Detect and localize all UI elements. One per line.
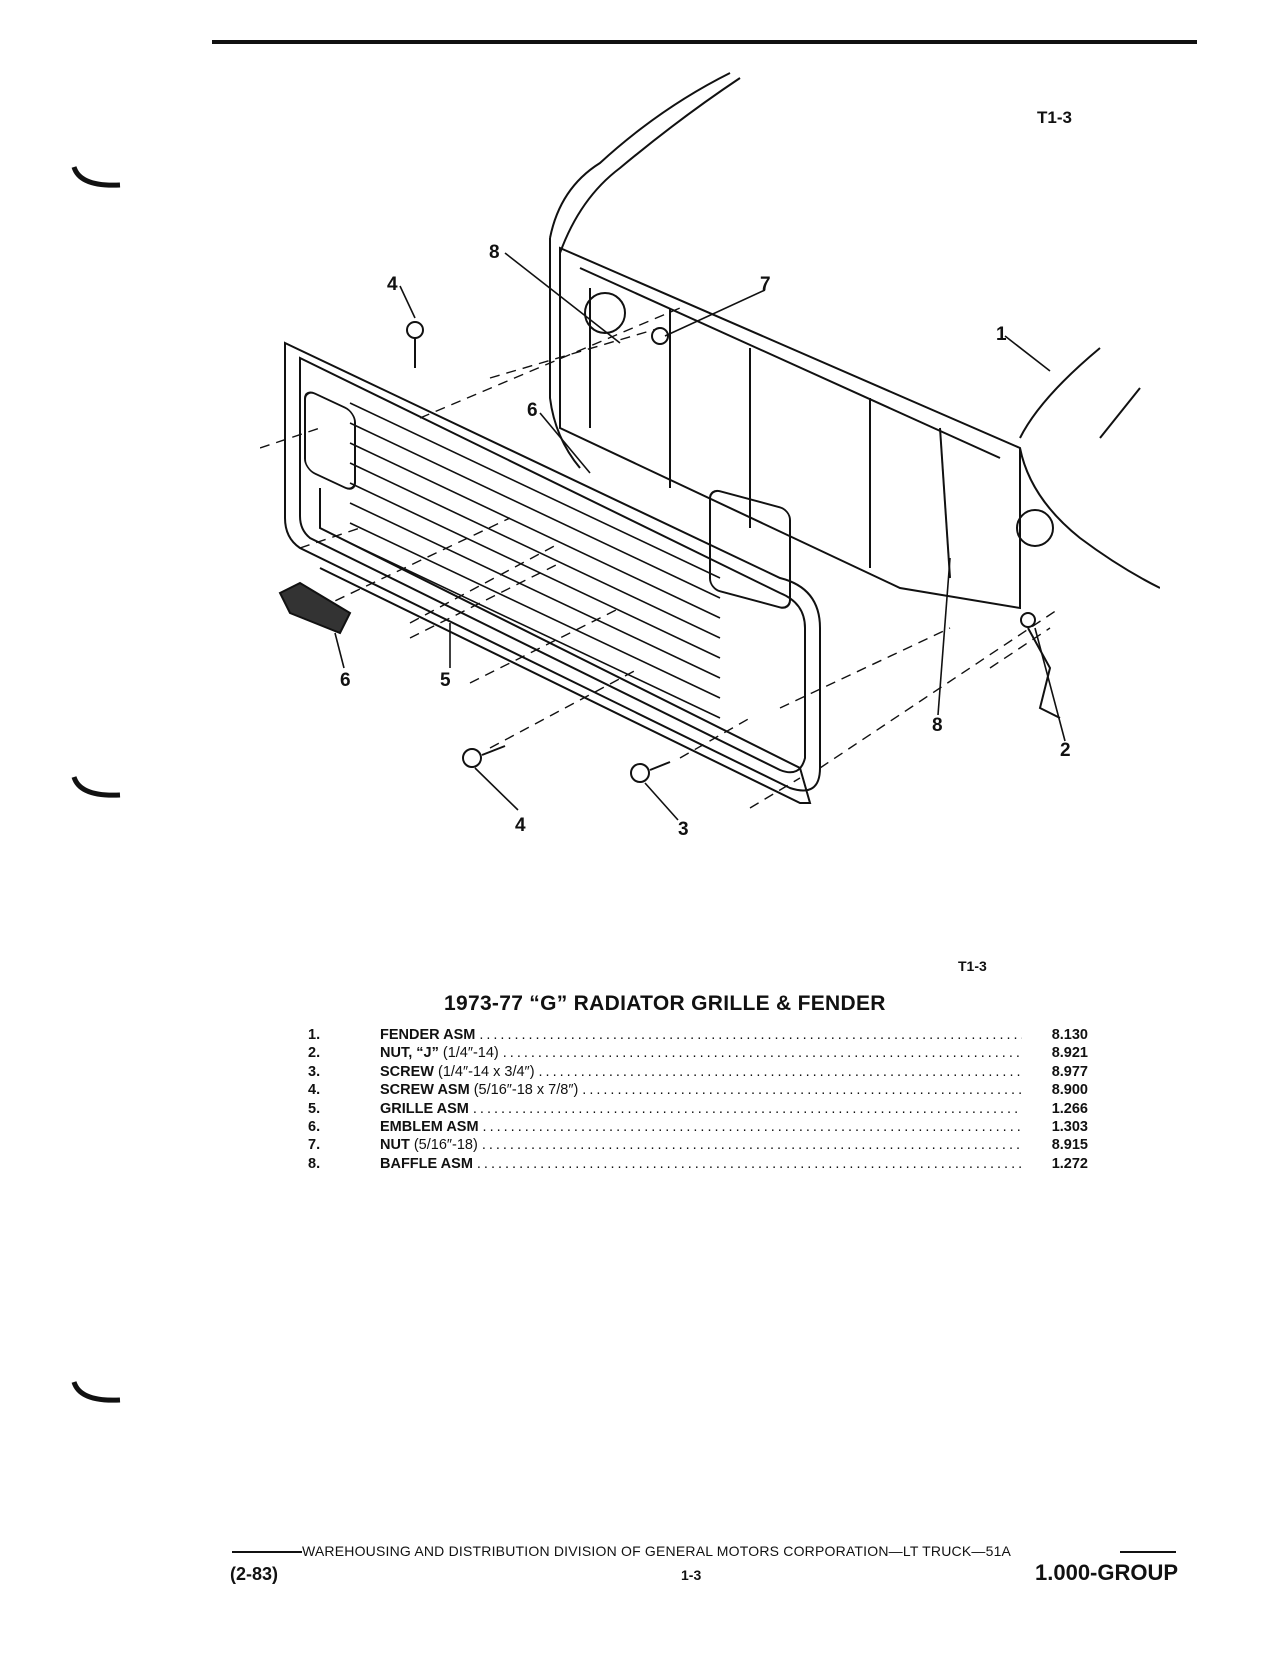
part-name: FENDER ASM: [380, 1027, 476, 1043]
callout-1: 1: [996, 324, 1007, 345]
part-number: 7.: [308, 1137, 321, 1154]
footer-date-code: (2-83): [230, 1564, 279, 1584]
dot-leader: ........................................…: [476, 1155, 1022, 1172]
part-number: 2.: [308, 1045, 321, 1062]
part-number: 8.: [308, 1155, 321, 1172]
part-code: 8.921: [1051, 1045, 1088, 1062]
part-name: BAFFLE ASM: [380, 1155, 473, 1172]
part-number: 4.: [308, 1082, 321, 1099]
parts-list-row: 5. GRILLE ASM ..........................…: [308, 1100, 1088, 1118]
dot-leader: ........................................…: [502, 1045, 1022, 1062]
parts-list-row: 8. BAFFLE ASM ..........................…: [308, 1155, 1088, 1173]
dot-leader: ........................................…: [472, 1100, 1022, 1117]
dot-leader: ........................................…: [582, 1082, 1022, 1099]
part-number: 3.: [308, 1063, 321, 1080]
parts-list: 1. FENDER ASM ..........................…: [308, 1026, 1088, 1173]
part-number: 1.: [308, 1027, 321, 1043]
parts-list-row: 1. FENDER ASM ..........................…: [308, 1026, 1088, 1044]
parts-list-row: 4. SCREW ASM (5/16″-18 x 7/8″) .........…: [308, 1081, 1088, 1099]
part-code: 1.266: [1051, 1100, 1088, 1117]
screw-head: [462, 748, 482, 768]
part-name: NUT, “J” (1/4″-14): [380, 1045, 499, 1062]
baffle-panel: [559, 246, 1021, 610]
callout-2: 2: [1060, 740, 1071, 761]
parts-list-row: 2. NUT, “J” (1/4″-14) ..................…: [308, 1044, 1088, 1062]
part-code: 8.915: [1051, 1137, 1088, 1154]
part-name: NUT (5/16″-18): [380, 1137, 478, 1154]
figure-code-top: T1-3: [1037, 108, 1072, 127]
figure-code: T1-3: [958, 958, 987, 974]
part-code: 8.130: [1051, 1027, 1088, 1043]
part-code: 1.272: [1051, 1155, 1088, 1172]
footer-rule: [232, 1551, 302, 1553]
dot-leader: ........................................…: [538, 1063, 1022, 1080]
figure-caption: 1973-77 “G” RADIATOR GRILLE & FENDER: [444, 992, 886, 1015]
nut: [651, 327, 669, 345]
part-name: EMBLEM ASM: [380, 1118, 479, 1135]
part-code: 8.900: [1051, 1082, 1088, 1099]
part-name: SCREW ASM (5/16″-18 x 7/8″): [380, 1082, 579, 1099]
callout-6-top: 6: [527, 400, 538, 421]
fender-outline: [549, 72, 731, 239]
callout-4-bottom: 4: [515, 815, 526, 836]
dot-leader: ........................................…: [481, 1137, 1022, 1154]
footer-group: 1.000-GROUP: [1035, 1560, 1179, 1585]
callout-7: 7: [760, 274, 771, 295]
grille-frame: [284, 341, 821, 792]
callout-8-top: 8: [489, 242, 500, 263]
part-number: 6.: [308, 1118, 321, 1135]
part-number: 5.: [308, 1100, 321, 1117]
callout-6-bottom: 6: [340, 670, 351, 691]
binder-mark-icon: [71, 1381, 121, 1403]
screw-head: [630, 763, 650, 783]
fender-rear-outline: [1019, 347, 1101, 439]
binder-mark-icon: [71, 776, 121, 798]
binder-mark-icon: [71, 166, 121, 188]
footer-page-number: 1-3: [681, 1567, 702, 1583]
parts-list-row: 3. SCREW (1/4″-14 x 3/4″) ..............…: [308, 1063, 1088, 1081]
part-code: 8.977: [1051, 1063, 1088, 1080]
screw-head: [406, 321, 424, 339]
callout-4-top: 4: [387, 274, 398, 295]
dot-leader: ........................................…: [482, 1118, 1022, 1135]
lower-filler-panel: [319, 488, 812, 804]
exploded-parts-diagram: 1 2 3 4 4 5 6 6 7 8 8: [260, 72, 1160, 840]
footer-rule: [1120, 1551, 1176, 1553]
headlamp-opening-left: [304, 391, 356, 490]
parts-list-row: 7. NUT (5/16″-18) ......................…: [308, 1136, 1088, 1154]
callout-8-bottom: 8: [932, 715, 943, 736]
dot-leader: ........................................…: [479, 1027, 1022, 1043]
grille-bars: [349, 402, 721, 719]
parts-list-row: 6. EMBLEM ASM ..........................…: [308, 1118, 1088, 1136]
emblem: [278, 581, 352, 635]
part-name: GRILLE ASM: [380, 1100, 469, 1117]
part-code: 1.303: [1051, 1118, 1088, 1135]
part-name: SCREW (1/4″-14 x 3/4″): [380, 1063, 535, 1080]
headlamp-opening-right: [709, 489, 791, 609]
top-rule: [212, 40, 1197, 44]
callout-3: 3: [678, 819, 689, 840]
callout-5: 5: [440, 670, 451, 691]
j-nut: [1020, 612, 1036, 628]
footer-division: WAREHOUSING AND DISTRIBUTION DIVISION OF…: [302, 1543, 1012, 1559]
